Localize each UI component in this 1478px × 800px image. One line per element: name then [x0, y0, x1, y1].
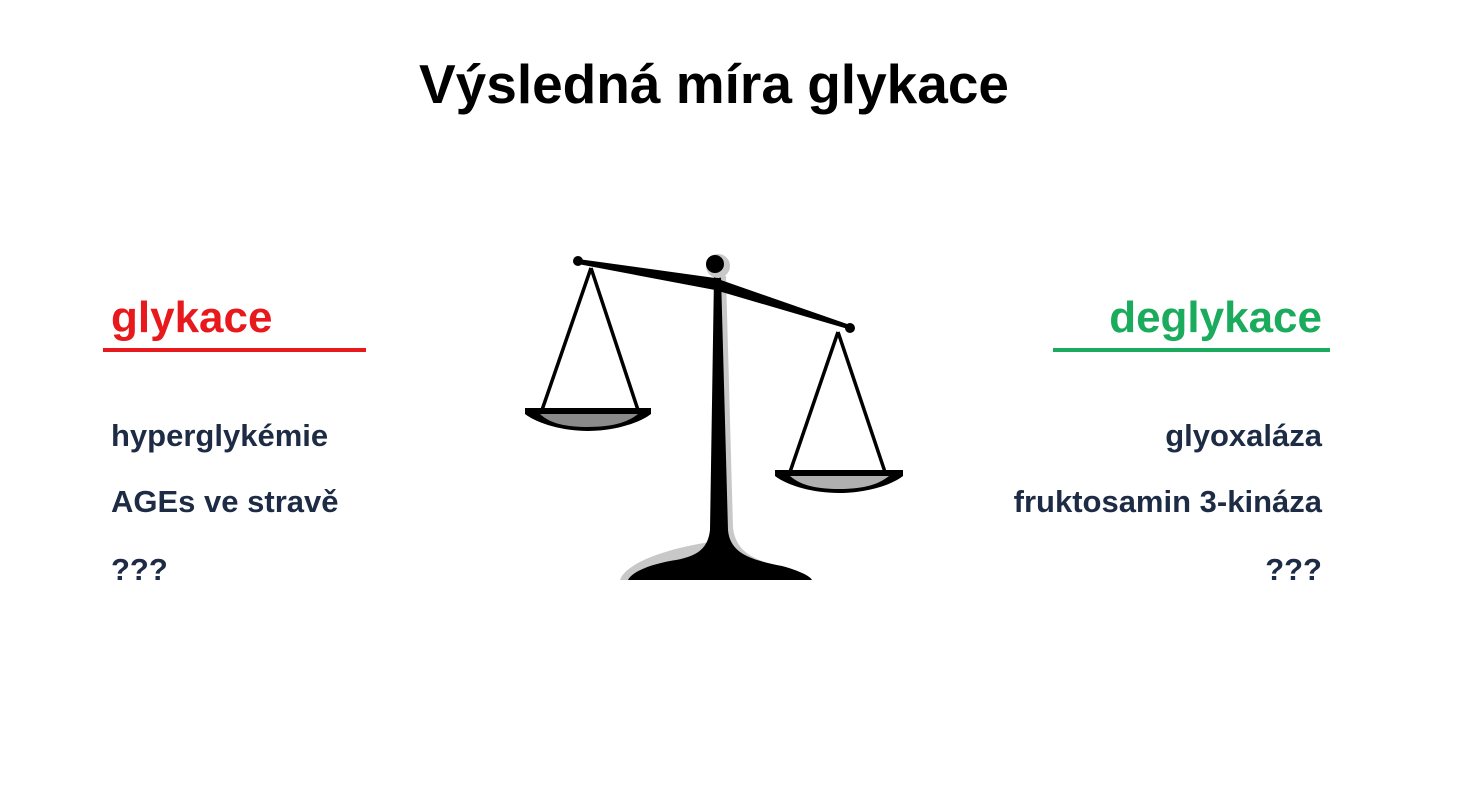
balance-scale-icon — [525, 254, 903, 580]
deglykace-item-fruktosamin-kinaza: fruktosamin 3-kináza — [1013, 484, 1322, 519]
glykace-heading: glykace — [111, 293, 273, 342]
deglykace-underline — [1053, 348, 1330, 352]
glykace-underline — [103, 348, 366, 352]
deglykace-item-glyoxalaza: glyoxaláza — [1165, 418, 1322, 453]
slide-title: Výsledná míra glykace — [418, 53, 1010, 115]
deglykace-item-unknown: ??? — [1265, 552, 1322, 587]
glykace-item-hyperglykemie: hyperglykémie — [111, 418, 329, 453]
glykace-item-ages: AGEs ve stravě — [111, 484, 339, 519]
glykace-item-unknown: ??? — [111, 552, 168, 587]
deglykace-heading: deglykace — [1109, 293, 1322, 342]
